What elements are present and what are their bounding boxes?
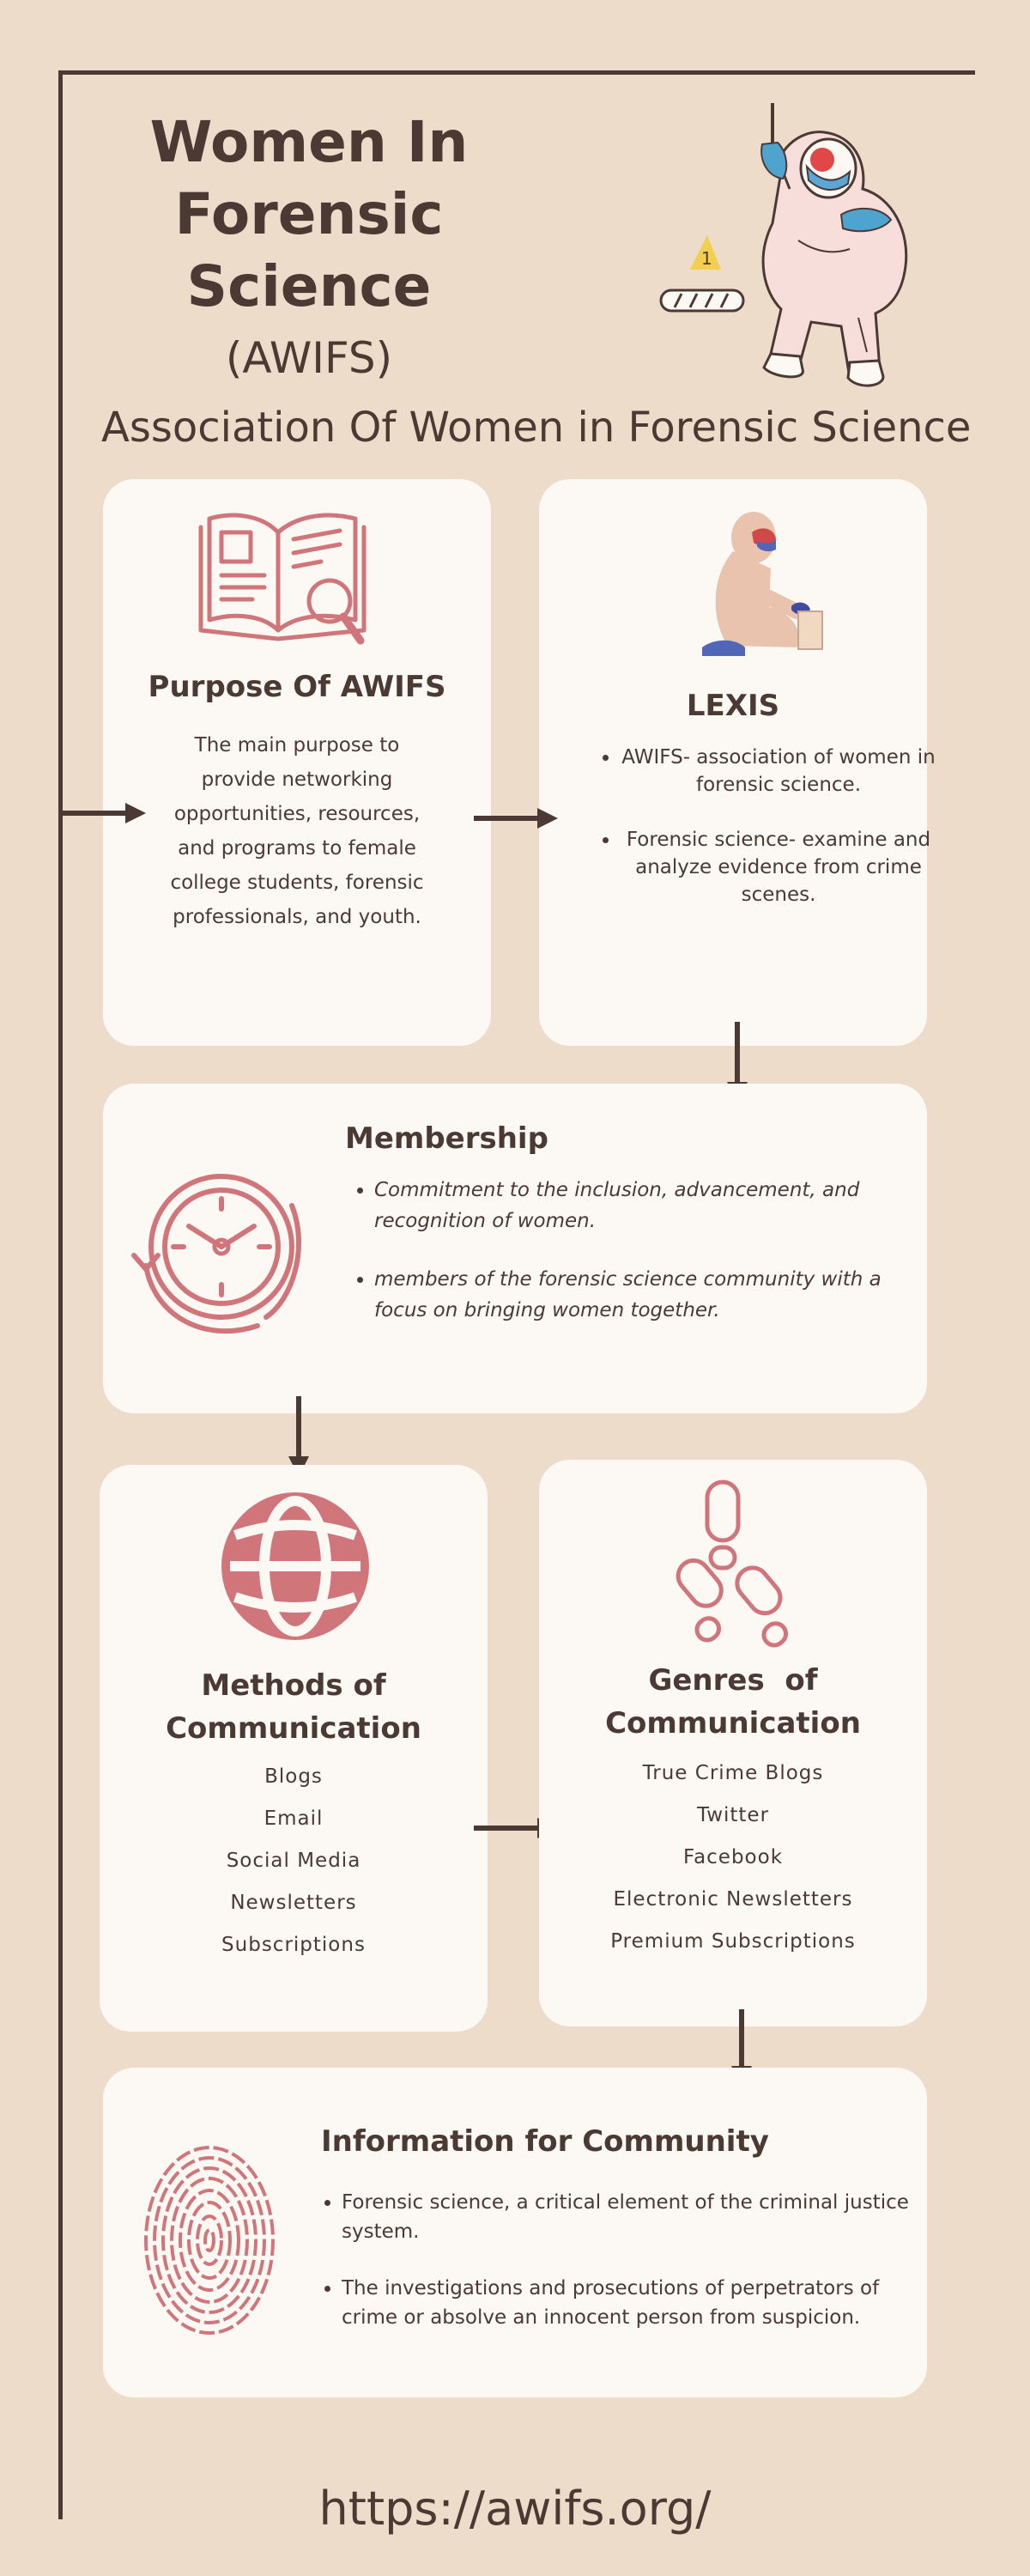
fingerprint-icon [141, 2142, 278, 2339]
arrow-right-to-purpose [62, 802, 148, 824]
methods-item: Newsletters [230, 1892, 357, 1914]
methods-card: Methods of Communication Blogs Email Soc… [100, 1465, 488, 2032]
community-item: The investigations and prosecutions of p… [342, 2274, 925, 2332]
genres-item: Twitter [696, 1804, 770, 1826]
membership-item: Commitment to the inclusion, advancement… [374, 1175, 924, 1236]
footprints-icon [654, 1477, 809, 1649]
community-card: Information for Community Forensic scien… [103, 2068, 927, 2397]
genres-card: Genres of Communication True Crime Blogs… [539, 1460, 927, 2026]
frame-left-line [58, 70, 63, 2519]
genres-item: Premium Subscriptions [610, 1930, 856, 1953]
investigator-person-icon [760, 103, 908, 387]
membership-item: members of the forensic science communit… [374, 1264, 924, 1326]
genres-item: Electronic Newsletters [613, 1888, 853, 1911]
genres-title-line-2: Communication [605, 1706, 861, 1741]
footer-url[interactable]: https://awifs.org/ [318, 2482, 712, 2536]
methods-item: Social Media [226, 1850, 361, 1872]
title-line-3: Science [186, 253, 432, 319]
evidence-marker-number: 1 [701, 248, 712, 269]
purpose-card: Purpose Of AWIFS The main purpose to pro… [103, 479, 491, 1046]
membership-card: Membership Commitment to the inclusion, … [103, 1084, 927, 1413]
page-title: Women In Forensic Science [86, 106, 532, 323]
community-list: Forensic science, a critical element of … [312, 2188, 925, 2360]
membership-title: Membership [345, 1121, 548, 1156]
lexis-list: AWIFS- association of women in forensic … [591, 744, 937, 936]
lexis-title: LEXIS [686, 689, 780, 723]
forensic-investigator-illustration: 1 [652, 94, 961, 404]
globe-icon [218, 1489, 373, 1643]
evidence-marker-icon: 1 [690, 235, 721, 270]
community-title: Information for Community [321, 2124, 769, 2159]
lexis-item: AWIFS- association of women in forensic … [620, 744, 937, 799]
methods-title: Methods of Communication [100, 1664, 488, 1750]
methods-list: Blogs Email Social Media Newsletters Sub… [100, 1765, 488, 1976]
lexis-item: Forensic science- examine and analyze ev… [620, 826, 937, 908]
methods-title-line-2: Communication [166, 1711, 421, 1746]
genres-title-line-1: Genres of [648, 1663, 818, 1698]
genres-item: Facebook [682, 1846, 784, 1868]
arrow-purpose-to-lexis [474, 807, 560, 829]
genres-list: True Crime Blogs Twitter Facebook Electr… [539, 1762, 927, 1972]
abbreviation: (AWIFS) [225, 333, 393, 383]
kneeling-investigator-icon [668, 500, 831, 671]
book-magnifier-icon [192, 501, 381, 656]
full-name: Association Of Women in Forensic Science [101, 404, 972, 452]
membership-list: Commitment to the inclusion, advancement… [345, 1175, 924, 1353]
lexis-card: LEXIS AWIFS- association of women in for… [539, 479, 936, 1046]
community-item: Forensic science, a critical element of … [342, 2188, 925, 2246]
methods-item: Blogs [264, 1765, 323, 1788]
title-line-2: Forensic [174, 181, 444, 247]
genres-item: True Crime Blogs [642, 1762, 824, 1784]
clock-icon [120, 1154, 318, 1352]
methods-title-line-1: Methods of [201, 1668, 386, 1703]
frame-top-line [58, 70, 975, 75]
title-line-1: Women In [149, 109, 469, 175]
methods-item: Email [264, 1807, 324, 1830]
evidence-ruler-icon [659, 289, 745, 313]
methods-item: Subscriptions [221, 1934, 366, 1956]
genres-title: Genres of Communication [539, 1659, 927, 1745]
purpose-text: The main purpose to provide networking o… [170, 734, 424, 928]
purpose-title: Purpose Of AWIFS [148, 670, 446, 704]
